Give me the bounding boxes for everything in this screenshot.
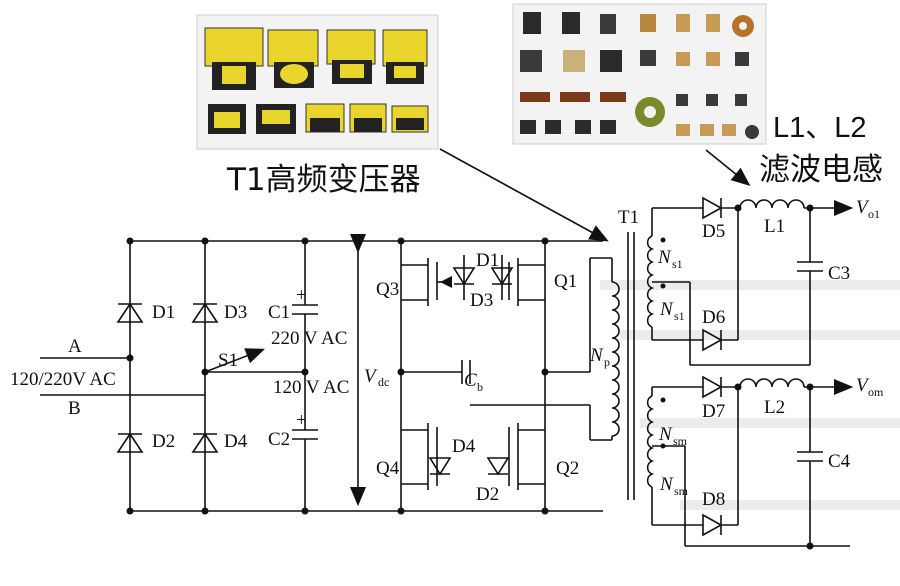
d2-label: D2 bbox=[152, 431, 175, 452]
v220-label: 220 V AC bbox=[271, 328, 347, 349]
l2-label: L2 bbox=[764, 397, 785, 418]
vom-sub: om bbox=[868, 385, 884, 399]
nsm-label-top: N bbox=[658, 424, 673, 445]
full-bridge bbox=[397, 237, 591, 515]
d4-bridge-label: D4 bbox=[452, 436, 476, 457]
c3-label: C3 bbox=[828, 263, 850, 284]
t1-caption: T1高频变压器 bbox=[226, 162, 421, 198]
np-label: N bbox=[589, 345, 604, 366]
l1-label: L1 bbox=[764, 216, 785, 237]
cb-label: C bbox=[464, 370, 477, 391]
pointer-arrow-t1 bbox=[439, 148, 609, 242]
transformer-photo bbox=[196, 14, 439, 150]
ns1-label-top: N bbox=[657, 247, 672, 268]
d3-label: D3 bbox=[224, 302, 247, 323]
vdc-sub: dc bbox=[378, 375, 389, 389]
vom-label: V bbox=[856, 375, 870, 396]
vo1-label: V bbox=[856, 197, 870, 218]
pointer-arrow-l bbox=[705, 149, 751, 187]
d6-label: D6 bbox=[702, 307, 725, 328]
vdc-label: V bbox=[364, 366, 378, 387]
output-stage-1 bbox=[651, 196, 854, 366]
np-sub: p bbox=[604, 355, 610, 369]
inductor-photo bbox=[512, 3, 767, 145]
d1-bridge-label: D1 bbox=[476, 250, 499, 271]
input-b-label: B bbox=[68, 398, 81, 419]
d4-label: D4 bbox=[224, 431, 248, 452]
bulk-capacitors: + + bbox=[292, 237, 318, 515]
c4-label: C4 bbox=[828, 451, 851, 472]
transformer-t1 bbox=[590, 232, 666, 500]
l-caption-top: L1、L2 bbox=[773, 112, 867, 144]
vo1-sub: o1 bbox=[868, 207, 880, 221]
svg-text:+: + bbox=[296, 285, 307, 306]
d5-label: D5 bbox=[702, 221, 725, 242]
nsm-sub-bottom: sm bbox=[674, 484, 689, 498]
q4-label: Q4 bbox=[376, 458, 400, 479]
input-a-label: A bbox=[68, 336, 82, 357]
rectifier-bridge bbox=[40, 237, 603, 515]
ac-input-label: 120/220V AC bbox=[10, 369, 116, 390]
d1-label: D1 bbox=[152, 302, 175, 323]
d8-label: D8 bbox=[702, 489, 725, 510]
cb-sub: b bbox=[477, 380, 483, 394]
s1-label: S1 bbox=[218, 350, 238, 371]
svg-text:+: + bbox=[296, 410, 307, 431]
c1-label: C1 bbox=[268, 302, 290, 323]
t1-label: T1 bbox=[618, 207, 639, 228]
nsm-label-bottom: N bbox=[659, 474, 674, 495]
q3-label: Q3 bbox=[376, 279, 399, 300]
nsm-sub-top: sm bbox=[673, 434, 688, 448]
q1-label: Q1 bbox=[554, 271, 577, 292]
background-ghost-text bbox=[600, 280, 900, 510]
d2-bridge-label: D2 bbox=[476, 484, 499, 505]
q2-label: Q2 bbox=[556, 458, 579, 479]
c2-label: C2 bbox=[268, 429, 290, 450]
d3-bridge-label: D3 bbox=[470, 290, 493, 311]
ns1-sub-bottom: s1 bbox=[674, 309, 685, 323]
v120-label: 120 V AC bbox=[273, 377, 349, 398]
d7-label: D7 bbox=[702, 401, 725, 422]
output-stage-2 bbox=[651, 375, 854, 550]
ns1-label-bottom: N bbox=[659, 299, 674, 320]
l-caption-bottom: 滤波电感 bbox=[759, 152, 883, 188]
ns1-sub-top: s1 bbox=[672, 257, 683, 271]
